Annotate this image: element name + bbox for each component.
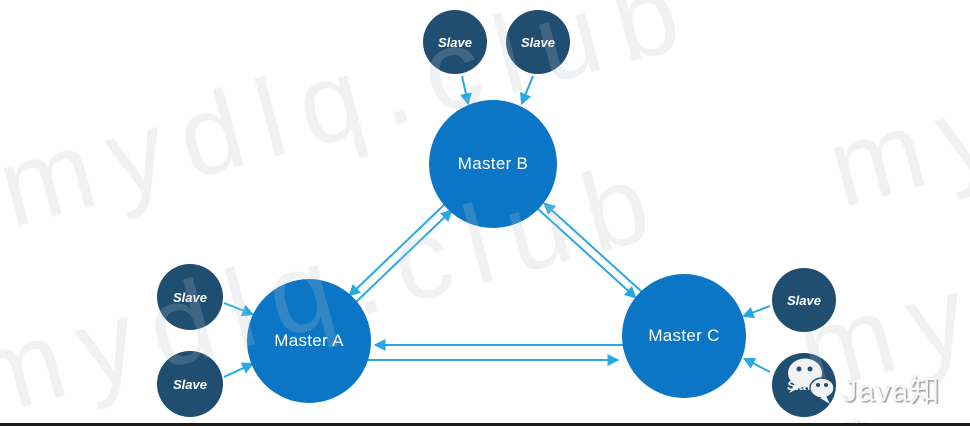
arrow-slave-c1-to-master-c: [741, 305, 771, 319]
node-slave-b1: Slave: [423, 10, 487, 74]
node-slave-c1: Slave: [772, 268, 836, 332]
arrow-master-c-to-master-b: [543, 202, 643, 293]
node-master-a: Master A: [247, 279, 371, 403]
node-master-b: Master B: [429, 100, 557, 228]
slave-label: Slave: [173, 376, 207, 392]
master-b-label: Master B: [457, 154, 529, 173]
arrow-slave-a1-to-master-a: [223, 302, 255, 317]
slave-label: Slave: [787, 377, 821, 393]
slave-label: Slave: [173, 289, 207, 305]
slave-label: Slave: [521, 34, 555, 50]
arrow-master-b-to-master-c: [537, 208, 637, 299]
arrow-master-a-to-master-b: [355, 209, 453, 303]
node-master-c: Master C: [622, 274, 746, 398]
arrow-slave-a2-to-master-a: [223, 362, 255, 378]
arrow-slave-b2-to-master-b: [520, 75, 534, 106]
master-c-label: Master C: [648, 326, 720, 345]
master-a-label: Master A: [274, 331, 344, 350]
arrow-slave-c2-to-master-c: [742, 357, 771, 373]
arrow-slave-b1-to-master-b: [460, 75, 472, 106]
bottom-border-line: [0, 423, 970, 426]
node-slave-b2: Slave: [506, 10, 570, 74]
node-slave-a1: Slave: [157, 264, 223, 330]
slave-label: Slave: [787, 292, 821, 308]
node-slave-c2: Slave: [772, 353, 836, 417]
node-slave-a2: Slave: [157, 351, 223, 417]
slave-label: Slave: [438, 34, 472, 50]
arrow-master-b-to-master-a: [348, 203, 446, 297]
